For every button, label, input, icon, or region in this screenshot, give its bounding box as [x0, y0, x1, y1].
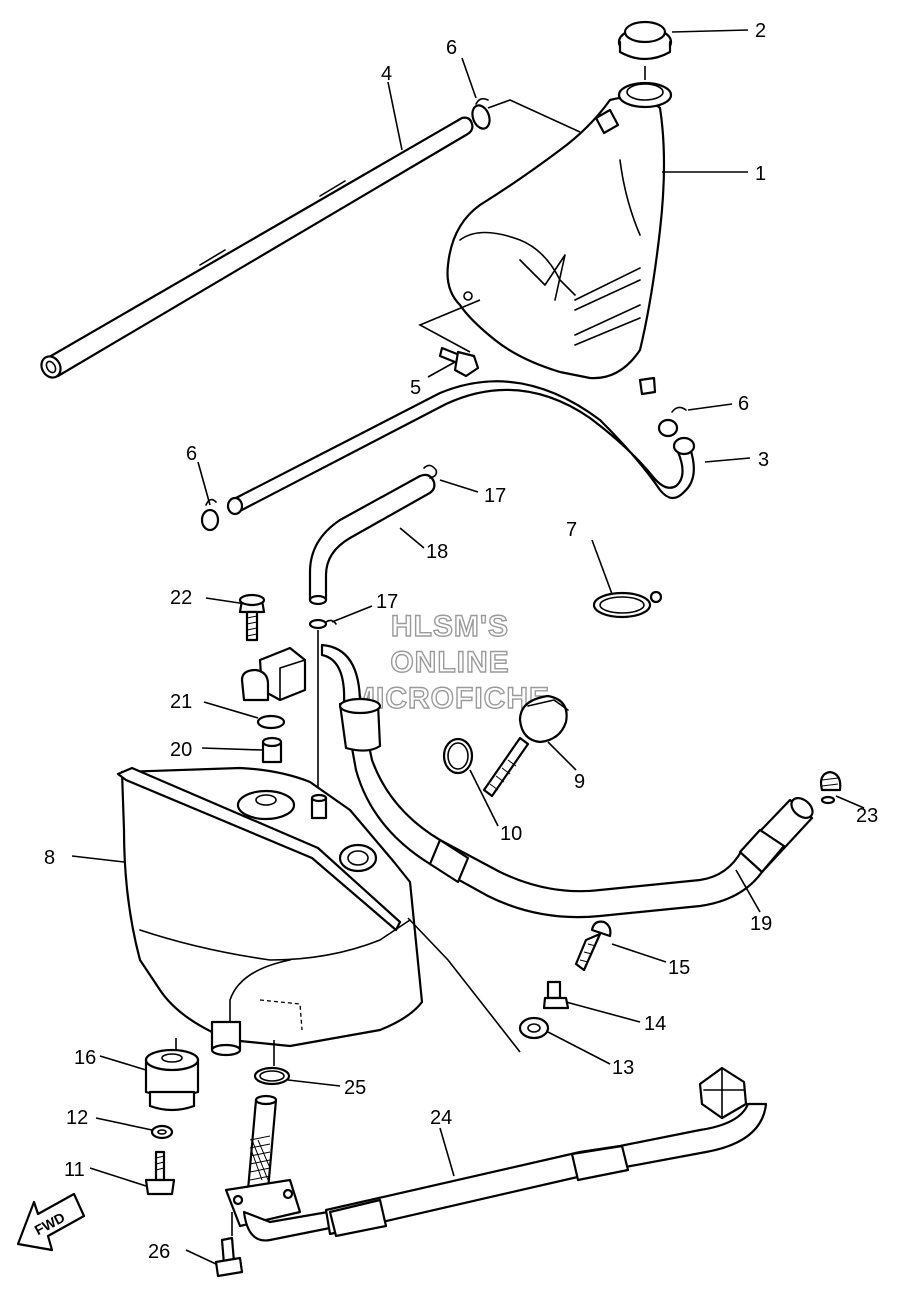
- part-16-rubber-mount[interactable]: [144, 1048, 200, 1112]
- callout-12[interactable]: 12: [66, 1107, 88, 1129]
- part-7-clamp-ring[interactable]: [592, 590, 663, 619]
- watermark-line-2: ONLINE: [390, 646, 509, 679]
- callout-1[interactable]: 1: [755, 163, 766, 185]
- part-14-collar[interactable]: [542, 980, 570, 1010]
- part-13-grommet[interactable]: [518, 1016, 550, 1040]
- part-1-reservoir-tank[interactable]: [446, 81, 673, 396]
- part-5-bolt[interactable]: [418, 299, 481, 378]
- part-4-long-hose[interactable]: [38, 116, 474, 381]
- part-11-bolt[interactable]: [144, 1150, 176, 1196]
- callout-19[interactable]: 19: [750, 913, 772, 935]
- callout-11[interactable]: 11: [64, 1159, 85, 1181]
- callout-4[interactable]: 4: [381, 63, 392, 85]
- callout-25[interactable]: 25: [344, 1077, 366, 1099]
- part-3-curved-hose[interactable]: [226, 380, 696, 516]
- part-18-hose[interactable]: [308, 473, 436, 606]
- part-25-o-ring[interactable]: [253, 1066, 291, 1086]
- part-19-large-hose[interactable]: [320, 643, 816, 919]
- part-24-oil-line[interactable]: [324, 1066, 768, 1238]
- callout-8[interactable]: 8: [44, 847, 55, 869]
- callout-16[interactable]: 16: [74, 1047, 96, 1069]
- callout-10[interactable]: 10: [500, 823, 522, 845]
- part-6c-clamp[interactable]: [200, 498, 220, 532]
- part-9-dipstick[interactable]: [482, 694, 569, 798]
- callout-5[interactable]: 5: [410, 377, 421, 399]
- part-6b-clamp[interactable]: [657, 406, 687, 438]
- bracket[interactable]: [240, 646, 307, 702]
- callout-6-upper[interactable]: 6: [446, 37, 457, 59]
- watermark-line-1: HLSM'S: [391, 610, 509, 643]
- part-26-bolt[interactable]: [214, 1212, 244, 1278]
- callout-9[interactable]: 9: [574, 771, 585, 793]
- callout-2[interactable]: 2: [755, 20, 766, 42]
- part-22-bolt[interactable]: [238, 593, 266, 642]
- callout-leaders: [71, 29, 865, 1265]
- part-21-o-ring[interactable]: [256, 714, 286, 730]
- callout-21[interactable]: 21: [170, 691, 192, 713]
- part-15-bolt[interactable]: [574, 920, 612, 972]
- callout-20[interactable]: 20: [170, 739, 192, 761]
- callout-22[interactable]: 22: [170, 587, 192, 609]
- part-6a-clamp[interactable]: [469, 97, 581, 133]
- part-20-collar[interactable]: [261, 736, 283, 764]
- callout-15[interactable]: 15: [668, 957, 690, 979]
- callout-3[interactable]: 3: [758, 449, 769, 471]
- callout-26[interactable]: 26: [148, 1241, 170, 1263]
- callout-23[interactable]: 23: [856, 805, 878, 827]
- part-2-cap[interactable]: [617, 20, 673, 80]
- part-17a-clamp[interactable]: [423, 464, 438, 479]
- callout-6-left[interactable]: 6: [186, 443, 197, 465]
- callout-18[interactable]: 18: [426, 541, 448, 563]
- callout-7[interactable]: 7: [566, 519, 577, 541]
- watermark: HLSM'S ONLINE MICROFICHE: [349, 609, 550, 715]
- oil-strainer[interactable]: [224, 1094, 332, 1242]
- callout-17-upper[interactable]: 17: [484, 485, 506, 507]
- fwd-arrow-icon: FWD: [16, 1192, 86, 1252]
- callout-numbers: 2 1 4 6 5 6 3 6 17 18 7 17 22 21 20 8 9 …: [44, 20, 878, 1263]
- part-23-hose-clamp[interactable]: [819, 770, 842, 805]
- part-12-washer[interactable]: [150, 1124, 174, 1140]
- part-17b-clamp[interactable]: [308, 618, 337, 800]
- callout-24[interactable]: 24: [430, 1107, 452, 1129]
- callout-13[interactable]: 13: [612, 1057, 634, 1079]
- part-10-o-ring[interactable]: [442, 737, 474, 775]
- watermark-line-3: MICROFICHE: [350, 682, 550, 715]
- callout-14[interactable]: 14: [644, 1013, 666, 1035]
- callout-6-right[interactable]: 6: [738, 393, 749, 415]
- part-8-oil-tank[interactable]: [116, 766, 521, 1066]
- callout-17-lower[interactable]: 17: [376, 591, 398, 613]
